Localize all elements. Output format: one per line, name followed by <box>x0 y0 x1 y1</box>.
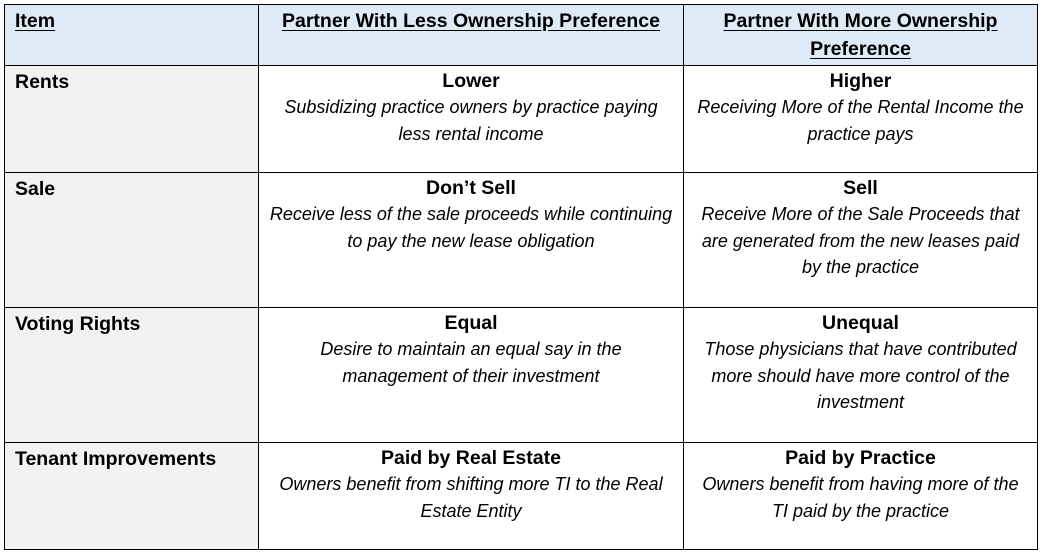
cell-title: Sell <box>843 177 878 199</box>
table-row-rents: Rents Lower Subsidizing practice owners … <box>4 65 1038 173</box>
cell-title: Equal <box>444 312 498 334</box>
item-cell: Rents <box>4 65 259 173</box>
item-cell: Tenant Improvements <box>4 442 259 550</box>
table-row-voting-rights: Voting Rights Equal Desire to maintain a… <box>4 307 1038 443</box>
ownership-preference-table: Item Partner With Less Ownership Prefere… <box>4 4 1038 550</box>
more-ownership-cell: Higher Receiving More of the Rental Inco… <box>683 65 1038 173</box>
cell-title: Don’t Sell <box>426 177 516 199</box>
cell-description: Those physicians that have contributed m… <box>704 339 1017 412</box>
table-row-tenant-improvements: Tenant Improvements Paid by Real Estate … <box>4 442 1038 550</box>
cell-title: Paid by Practice <box>785 447 936 469</box>
header-item-label: Item <box>15 10 56 32</box>
cell-description: Receiving More of the Rental Income the … <box>697 97 1024 144</box>
cell-description: Receive less of the sale proceeds while … <box>269 204 673 251</box>
cell-title: Unequal <box>822 312 899 334</box>
table-row-sale: Sale Don’t Sell Receive less of the sale… <box>4 172 1038 308</box>
less-ownership-cell: Paid by Real Estate Owners benefit from … <box>258 442 684 550</box>
cell-description: Desire to maintain an equal say in the m… <box>320 339 622 386</box>
item-cell: Sale <box>4 172 259 308</box>
less-ownership-cell: Don’t Sell Receive less of the sale proc… <box>258 172 684 308</box>
more-ownership-cell: Sell Receive More of the Sale Proceeds t… <box>683 172 1038 308</box>
more-ownership-cell: Paid by Practice Owners benefit from hav… <box>683 442 1038 550</box>
less-ownership-cell: Lower Subsidizing practice owners by pra… <box>258 65 684 173</box>
cell-title: Paid by Real Estate <box>381 447 561 469</box>
header-less-label: Partner With Less Ownership Preference <box>281 10 661 32</box>
cell-description: Owners benefit from shifting more TI to … <box>279 474 663 521</box>
cell-title: Higher <box>829 70 892 92</box>
item-cell: Voting Rights <box>4 307 259 443</box>
header-less-ownership: Partner With Less Ownership Preference <box>258 4 684 66</box>
header-item: Item <box>4 4 259 66</box>
cell-title: Lower <box>442 70 500 92</box>
header-more-label: Partner With More Ownership Preference <box>723 10 998 60</box>
cell-description: Owners benefit from having more of the T… <box>702 474 1019 521</box>
cell-description: Subsidizing practice owners by practice … <box>284 97 658 144</box>
header-more-ownership: Partner With More Ownership Preference <box>683 4 1038 66</box>
cell-description: Receive More of the Sale Proceeds that a… <box>701 204 1020 277</box>
less-ownership-cell: Equal Desire to maintain an equal say in… <box>258 307 684 443</box>
more-ownership-cell: Unequal Those physicians that have contr… <box>683 307 1038 443</box>
header-row: Item Partner With Less Ownership Prefere… <box>4 4 1038 66</box>
